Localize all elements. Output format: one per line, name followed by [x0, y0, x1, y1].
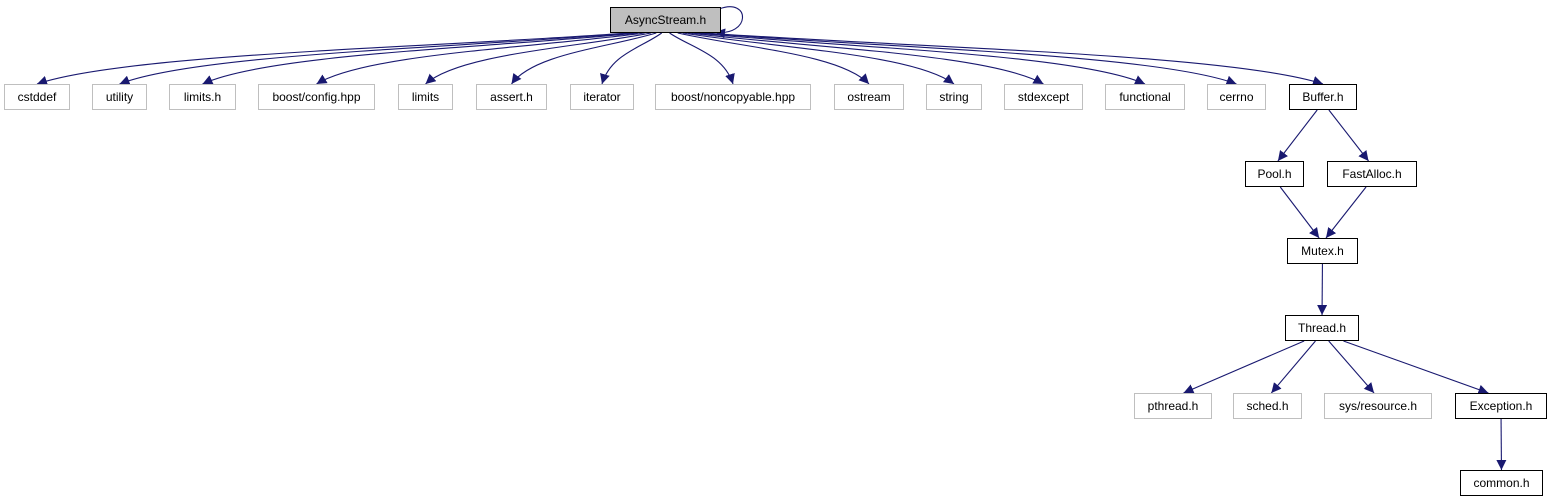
- node-fastalloc-h[interactable]: FastAlloc.h: [1327, 161, 1417, 187]
- node-string[interactable]: string: [926, 84, 982, 110]
- edge-root-to-cstddef: [36, 32, 628, 86]
- edge-pool-h-to-mutex-h: [1279, 186, 1320, 239]
- node-sched-h[interactable]: sched.h: [1233, 393, 1302, 419]
- edge-root-to-functional: [694, 32, 1146, 85]
- node-buffer-h[interactable]: Buffer.h: [1289, 84, 1357, 110]
- node-mutex-h[interactable]: Mutex.h: [1287, 238, 1358, 264]
- edge-root-to-stdexcept: [688, 32, 1044, 85]
- node-iterator[interactable]: iterator: [570, 84, 634, 110]
- node-boost-noncopyable[interactable]: boost/noncopyable.hpp: [655, 84, 811, 110]
- edge-fastalloc-h-to-mutex-h: [1325, 186, 1367, 239]
- edge-thread-h-to-exception-h: [1343, 340, 1489, 395]
- node-pool-h[interactable]: Pool.h: [1245, 161, 1304, 187]
- node-sys-resource-h[interactable]: sys/resource.h: [1324, 393, 1432, 419]
- node-exception-h[interactable]: Exception.h: [1455, 393, 1547, 419]
- node-assert-h[interactable]: assert.h: [476, 84, 547, 110]
- edge-thread-h-to-pthread-h: [1183, 340, 1305, 394]
- edge-root-to-limits-h: [202, 32, 638, 85]
- node-boost-config[interactable]: boost/config.hpp: [258, 84, 375, 110]
- node-pthread-h[interactable]: pthread.h: [1134, 393, 1212, 419]
- node-limits-h[interactable]: limits.h: [169, 84, 236, 110]
- edge-root-to-iterator: [600, 32, 663, 85]
- node-cerrno[interactable]: cerrno: [1207, 84, 1266, 110]
- node-common-h[interactable]: common.h: [1460, 470, 1543, 496]
- edge-root-to-utility: [119, 32, 633, 86]
- node-thread-h[interactable]: Thread.h: [1285, 315, 1359, 341]
- edge-buffer-h-to-fastalloc-h: [1328, 109, 1369, 162]
- edge-root-to-boost-config: [316, 32, 645, 85]
- edge-thread-h-to-sched-h: [1270, 340, 1316, 394]
- edge-root-to-limits: [425, 32, 652, 85]
- node-cstddef[interactable]: cstddef: [4, 84, 70, 110]
- node-limits[interactable]: limits: [398, 84, 453, 110]
- edge-root-to-string: [682, 32, 955, 85]
- node-utility[interactable]: utility: [92, 84, 147, 110]
- edge-root-to-ostream: [677, 32, 870, 85]
- node-functional[interactable]: functional: [1105, 84, 1185, 110]
- edge-root-to-boost-noncopyable: [669, 32, 735, 85]
- node-root[interactable]: AsyncStream.h: [610, 7, 721, 33]
- node-ostream[interactable]: ostream: [834, 84, 904, 110]
- edge-root-to-cerrno: [699, 32, 1237, 86]
- node-stdexcept[interactable]: stdexcept: [1004, 84, 1083, 110]
- edge-buffer-h-to-pool-h: [1277, 109, 1318, 162]
- edge-self-loop: [714, 6, 743, 39]
- edge-root-to-buffer-h: [704, 32, 1324, 86]
- edge-thread-h-to-sys-resource-h: [1328, 340, 1375, 394]
- edge-root-to-assert-h: [511, 32, 657, 85]
